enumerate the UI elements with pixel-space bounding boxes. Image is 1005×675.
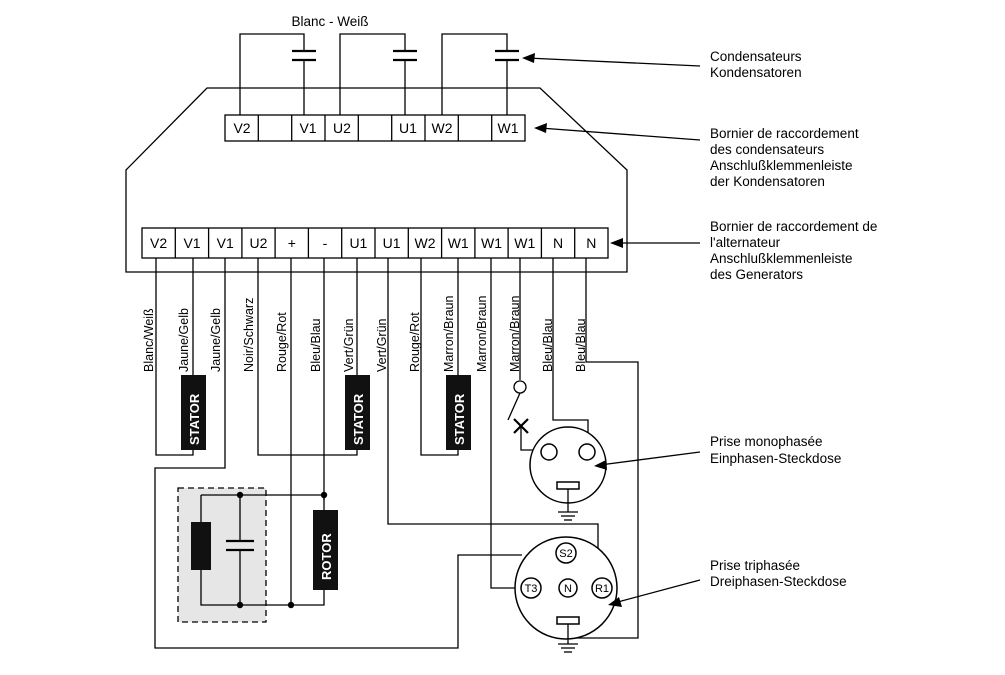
annotation-text: Anschlußklemmenleiste (710, 158, 853, 173)
stator-label: STATOR (351, 393, 366, 445)
annotation-text: des Generators (710, 267, 803, 282)
wire-label: Marron/Braun (475, 296, 489, 372)
pin-label: N (564, 583, 572, 595)
annotation-text: Bornier de raccordement (710, 126, 859, 141)
wire-label: Bleu/Blau (574, 318, 588, 372)
single-phase-socket (507, 380, 607, 521)
annotation-arrows (522, 53, 701, 607)
alt-terminal-label: U1 (383, 235, 401, 251)
annotation-text: Dreiphasen-Steckdose (710, 574, 847, 589)
cap-terminal-label: V1 (299, 120, 316, 136)
wire-label: Vert/Grün (375, 318, 389, 372)
diagram-title: Blanc - Weiß (291, 14, 368, 29)
annotations: Condensateurs Kondensatoren Bornier de r… (710, 49, 877, 589)
alt-terminal-label: + (288, 235, 296, 251)
wire-label: Blanc/Weiß (142, 308, 156, 372)
wire-label: Vert/Grün (342, 318, 356, 372)
capacitor-terminal-strip: V2 V1 U2 U1 W2 W1 (224, 114, 526, 142)
wire-label: Marron/Braun (442, 296, 456, 372)
annotation-text: Bornier de raccordement de (710, 219, 877, 234)
wire-label: Bleu/Blau (541, 318, 555, 372)
alt-terminal-label: - (323, 235, 328, 251)
annotation-text: des condensateurs (710, 142, 824, 157)
wiring (154, 258, 639, 649)
three-phase-socket: S2 T3 N R1 (514, 536, 618, 653)
pin-label: R1 (595, 583, 609, 595)
alt-terminal-label: U1 (349, 235, 367, 251)
alt-terminal-label: N (553, 235, 563, 251)
wire-label: Rouge/Rot (408, 312, 422, 372)
alt-terminal-label: W2 (415, 235, 436, 251)
cap-terminal-label: U2 (333, 120, 351, 136)
alt-terminal-label: V1 (217, 235, 234, 251)
annotation-text: der Kondensatoren (710, 174, 825, 189)
wire-label: Bleu/Blau (309, 318, 323, 372)
wire-label: Noir/Schwarz (242, 298, 256, 372)
annotation-text: Prise monophasée (710, 434, 823, 449)
annotation-text: Condensateurs (710, 49, 802, 64)
housing-outline (125, 87, 628, 273)
pin-label: T3 (525, 583, 538, 595)
annotation-text: Anschlußklemmenleiste (710, 251, 853, 266)
stator-3: STATOR (446, 375, 471, 450)
wire-label: Jaune/Gelb (209, 308, 223, 372)
wire-label: Rouge/Rot (275, 312, 289, 372)
rotor-label: ROTOR (319, 533, 334, 580)
stator-label: STATOR (187, 393, 202, 445)
annotation-text: Kondensatoren (710, 65, 802, 80)
alt-terminal-label: U2 (250, 235, 268, 251)
alt-terminal-label: N (586, 235, 596, 251)
rotor: ROTOR (291, 495, 338, 606)
cap-terminal-label: W1 (498, 120, 519, 136)
inductor-symbol (191, 522, 211, 570)
annotation-text: Prise triphasée (710, 558, 800, 573)
alt-terminal-label: V1 (183, 235, 200, 251)
cap-terminal-label: V2 (233, 120, 250, 136)
alternator-terminal-strip: V2 V1 V1 U2 + - U1 U1 W2 W1 W1 W1 N N (141, 227, 609, 259)
stator-label: STATOR (452, 393, 467, 445)
wire-label: Marron/Braun (508, 296, 522, 372)
cap-terminal-label: U1 (399, 120, 417, 136)
wire-labels: Blanc/Weiß Jaune/Gelb Jaune/Gelb Noir/Sc… (142, 296, 588, 372)
alt-terminal-label: W1 (448, 235, 469, 251)
annotation-text: l'alternateur (710, 235, 781, 250)
capacitors (239, 33, 519, 115)
stator-2: STATOR (345, 375, 370, 450)
annotation-text: Einphasen-Steckdose (710, 451, 841, 466)
pin-label: S2 (559, 548, 572, 560)
cap-terminal-label: W2 (432, 120, 453, 136)
alt-terminal-label: W1 (481, 235, 502, 251)
wire-label: Jaune/Gelb (177, 308, 191, 372)
alt-terminal-label: W1 (514, 235, 535, 251)
alt-terminal-label: V2 (150, 235, 167, 251)
stator-1: STATOR (181, 375, 206, 450)
regulator-box (177, 487, 328, 623)
